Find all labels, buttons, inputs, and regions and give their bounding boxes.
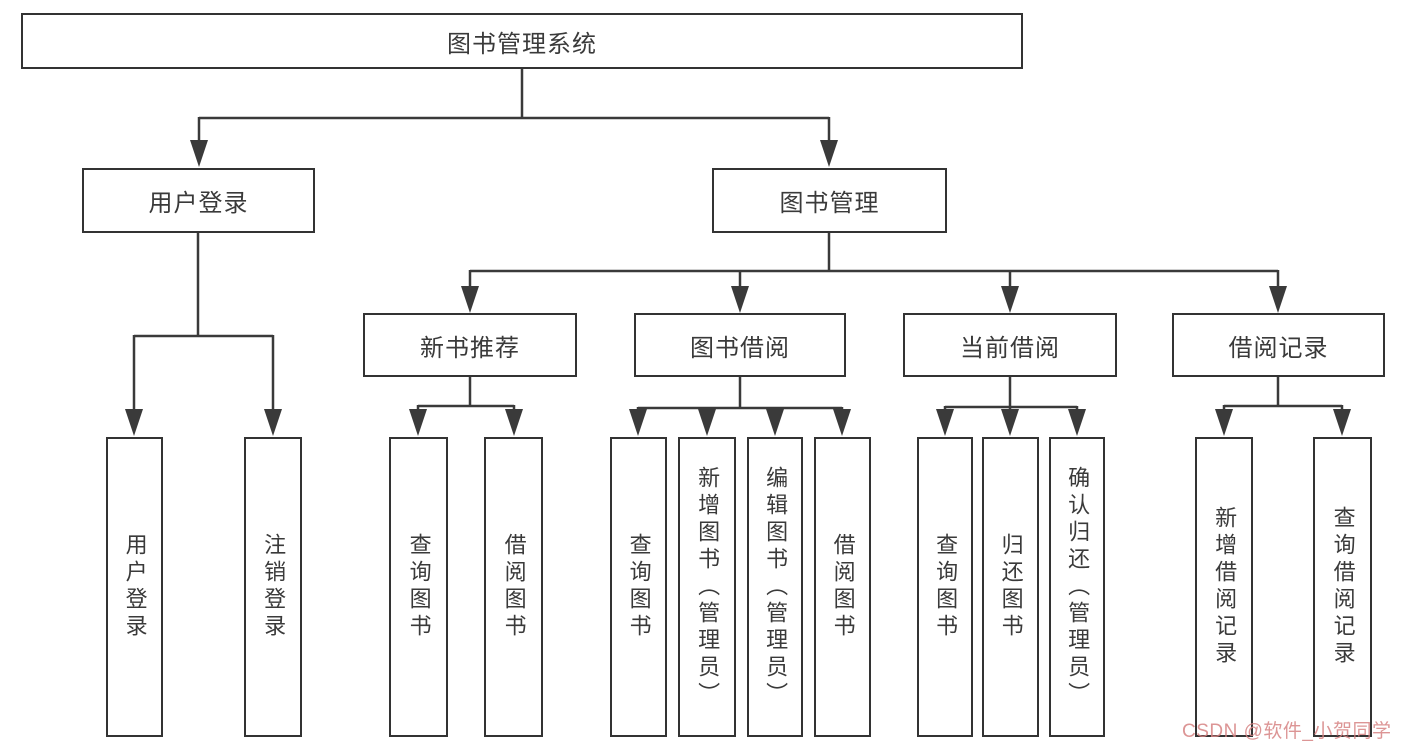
leaf-bb-borrow-book: 借阅图书: [814, 437, 871, 737]
arrowheads: [125, 140, 1351, 436]
node-new-book-recommendation: 新书推荐: [363, 313, 577, 377]
leaf-bb-add-book-admin-label: 新增图书（管理员）: [695, 465, 721, 709]
leaf-br-query-borrow-record-label: 查询借阅记录: [1330, 506, 1356, 668]
leaf-logout: 注销登录: [244, 437, 302, 737]
node-library-system: 图书管理系统: [21, 13, 1023, 69]
leaf-cb-query-book-label: 查询图书: [933, 533, 959, 641]
leaf-bb-query-book-label: 查询图书: [626, 533, 652, 641]
watermark: CSDN @软件_小贺同学: [1182, 721, 1392, 742]
leaf-bb-edit-book-admin-label: 编辑图书（管理员）: [763, 465, 789, 709]
leaf-nbr-query-book: 查询图书: [389, 437, 448, 737]
node-borrowing-records: 借阅记录: [1172, 313, 1385, 377]
node-book-management: 图书管理: [712, 168, 947, 233]
leaf-nbr-borrow-book: 借阅图书: [484, 437, 543, 737]
leaf-br-add-borrow-record-label: 新增借阅记录: [1212, 506, 1238, 668]
leaf-cb-query-book: 查询图书: [917, 437, 973, 737]
leaf-bb-edit-book-admin: 编辑图书（管理员）: [747, 437, 803, 737]
leaf-cb-confirm-return-admin-label: 确认归还（管理员）: [1065, 465, 1091, 709]
leaf-br-add-borrow-record: 新增借阅记录: [1195, 437, 1253, 737]
node-user-login: 用户登录: [82, 168, 315, 233]
node-book-borrowing: 图书借阅: [634, 313, 846, 377]
leaf-logout-label: 注销登录: [261, 533, 287, 641]
leaf-user-login-label: 用户登录: [122, 533, 148, 641]
leaf-user-login: 用户登录: [106, 437, 163, 737]
leaf-cb-confirm-return-admin: 确认归还（管理员）: [1049, 437, 1105, 737]
leaf-cb-return-book-label: 归还图书: [998, 533, 1024, 641]
leaf-bb-query-book: 查询图书: [610, 437, 667, 737]
node-current-borrowing: 当前借阅: [903, 313, 1117, 377]
leaf-nbr-borrow-book-label: 借阅图书: [501, 533, 527, 641]
leaf-bb-add-book-admin: 新增图书（管理员）: [678, 437, 736, 737]
leaf-br-query-borrow-record: 查询借阅记录: [1313, 437, 1372, 737]
leaf-bb-borrow-book-label: 借阅图书: [830, 533, 856, 641]
leaf-nbr-query-book-label: 查询图书: [406, 533, 432, 641]
leaf-cb-return-book: 归还图书: [982, 437, 1039, 737]
